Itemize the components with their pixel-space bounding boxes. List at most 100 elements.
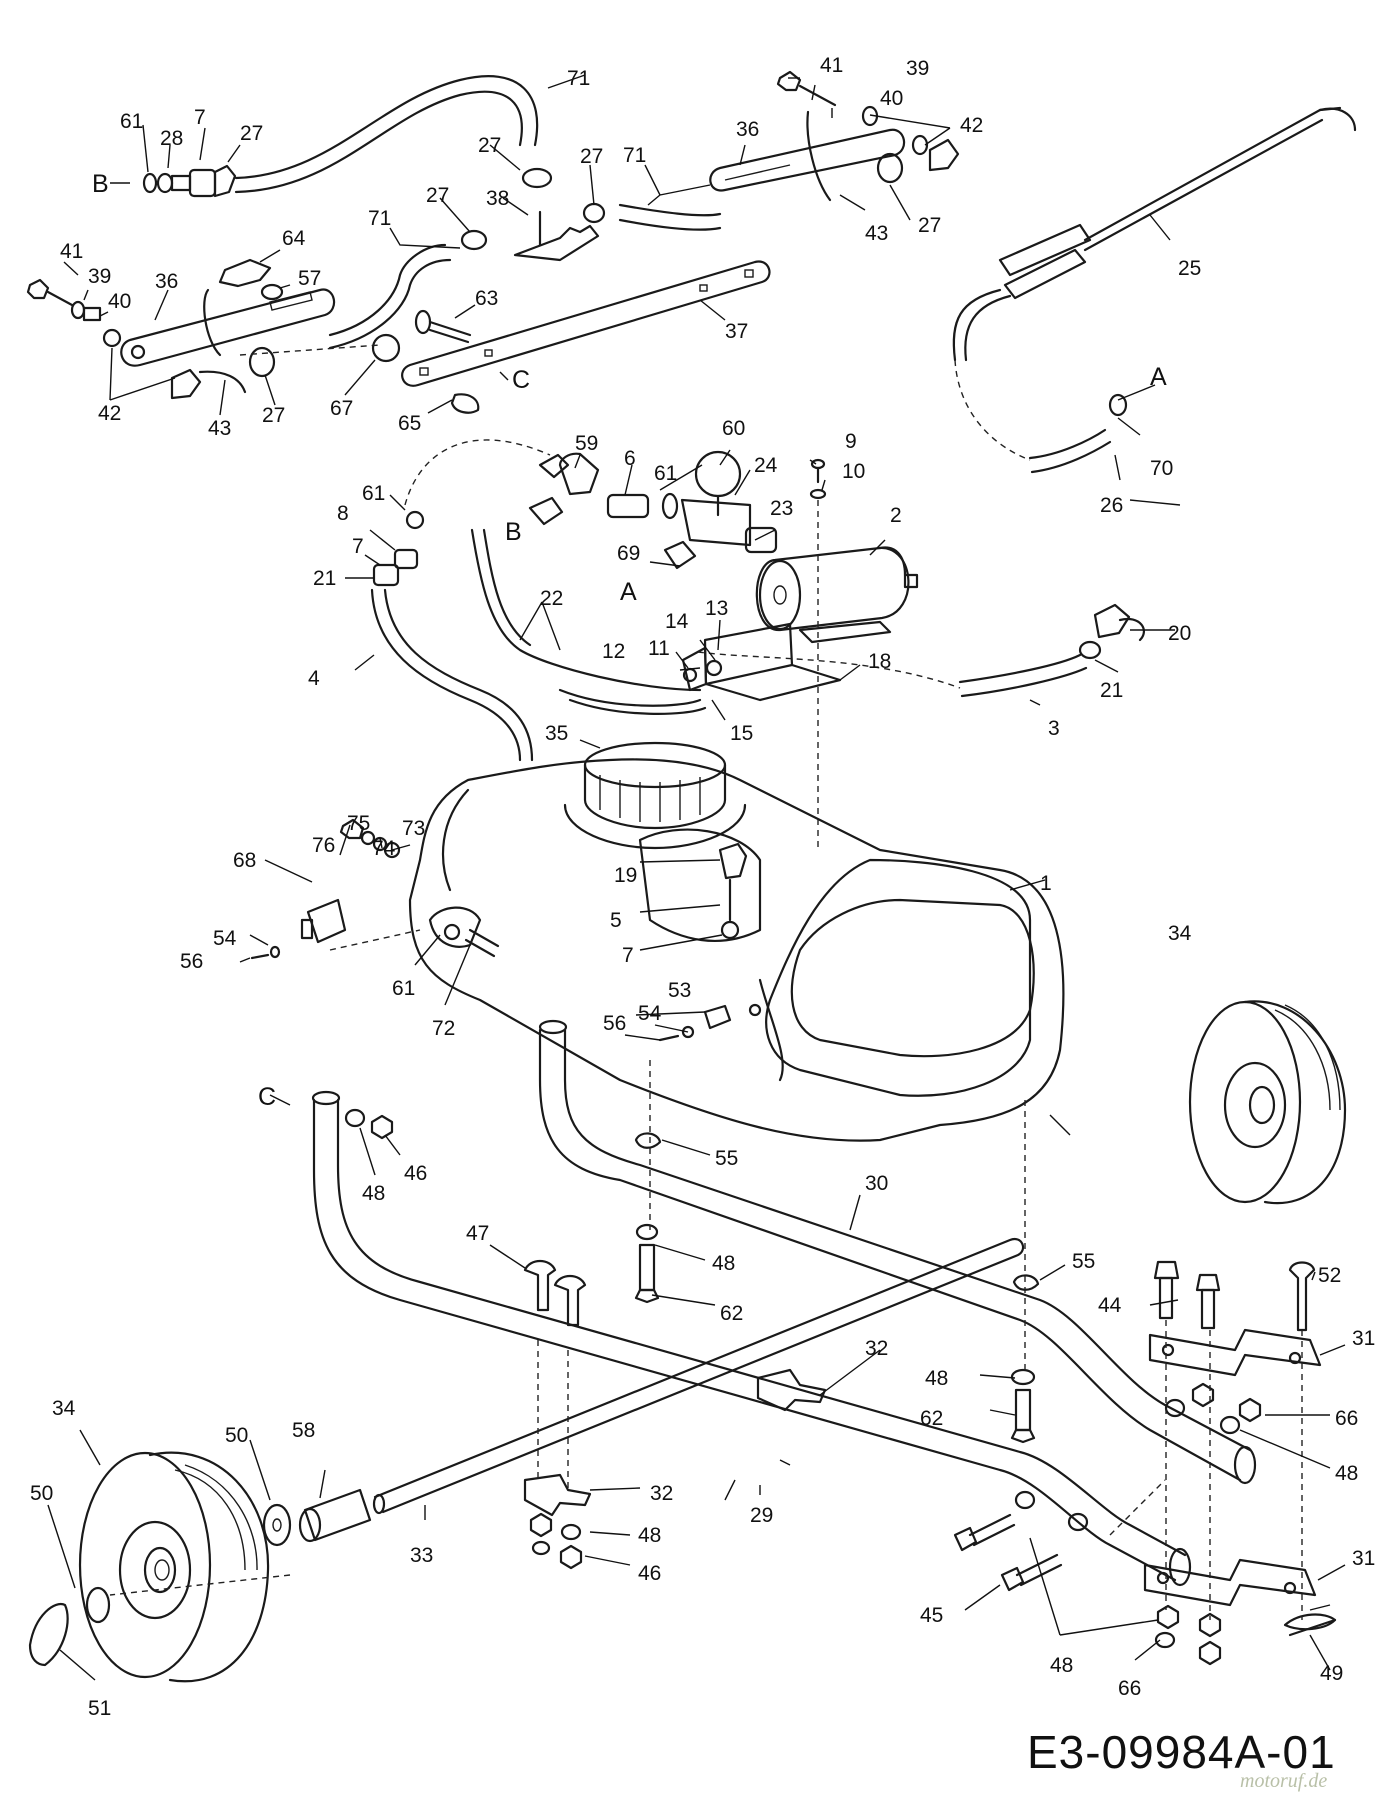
callout-31-upper: 31 <box>1352 1327 1375 1350</box>
callout-45: 45 <box>920 1604 943 1627</box>
callout-35: 35 <box>545 722 568 745</box>
callout-27-right: 27 <box>918 214 941 237</box>
callout-73: 73 <box>402 817 425 840</box>
bracket-31-upper <box>1148 1328 1322 1377</box>
wheel-34-left <box>78 1451 270 1683</box>
callout-58: 58 <box>292 1419 315 1442</box>
callout-27-mid-a: 27 <box>478 134 501 157</box>
callout-28: 28 <box>160 127 183 150</box>
callout-7-tank: 7 <box>622 944 634 967</box>
callout-63: 63 <box>475 287 498 310</box>
fittings-73-76 <box>250 818 401 960</box>
switch-box-13 <box>681 622 842 702</box>
callout-36-right: 36 <box>736 118 759 141</box>
callout-7-top: 7 <box>194 106 206 129</box>
callout-32-upper: 32 <box>865 1337 888 1360</box>
callout-19: 19 <box>614 864 637 887</box>
ref-A-top: A <box>1150 363 1167 391</box>
callout-27-left: 27 <box>262 404 285 427</box>
callout-59: 59 <box>575 432 598 455</box>
washers-50-cap-51 <box>28 1503 292 1667</box>
diagram-code: E3-09984A-01 <box>1027 1726 1336 1778</box>
watermark: motoruf.de <box>1240 1770 1328 1792</box>
spray-wand-25 <box>952 106 1357 362</box>
tee-38-and-clamps-27 <box>460 167 606 262</box>
callout-37: 37 <box>725 320 748 343</box>
fitting-53-54-56 <box>658 1003 762 1042</box>
callout-27-mid-b: 27 <box>426 184 449 207</box>
callout-labels: 71 61 28 7 27 B 41 39 40 36 64 57 42 43 … <box>30 54 1375 1720</box>
wire-harness-22 <box>470 528 707 715</box>
callout-57: 57 <box>298 267 321 290</box>
callout-55-right: 55 <box>1072 1250 1095 1273</box>
bolt-63-65-washer-67 <box>371 309 480 414</box>
bolt-39-40-41-left <box>26 278 122 348</box>
callout-40-right: 40 <box>880 87 903 110</box>
bolts-45 <box>953 1513 1063 1592</box>
bolt-62-washer-48-right <box>1010 1368 1036 1444</box>
axle-33 <box>372 1237 1025 1515</box>
callout-18: 18 <box>868 650 891 673</box>
callout-22: 22 <box>540 587 563 610</box>
callout-43-right: 43 <box>865 222 888 245</box>
callout-47: 47 <box>466 1222 489 1245</box>
bolt-62-washer-48-center <box>634 1223 660 1304</box>
callout-62-right: 62 <box>920 1407 943 1430</box>
callout-20: 20 <box>1168 622 1191 645</box>
ref-C-top: C <box>512 366 530 394</box>
callout-66-lower: 66 <box>1118 1677 1141 1700</box>
callout-76: 76 <box>312 834 335 857</box>
callout-61-left: 61 <box>362 482 385 505</box>
callout-71-right: 71 <box>623 144 646 167</box>
hose-3 <box>697 603 1145 698</box>
callout-53: 53 <box>668 979 691 1002</box>
fitting-19-5-7 <box>718 842 748 940</box>
pump-motor-2 <box>755 546 919 644</box>
callout-1: 1 <box>1040 872 1052 895</box>
callout-4: 4 <box>308 667 320 690</box>
fitting-group-B-top <box>142 164 237 198</box>
leader-lines <box>47 74 1346 1681</box>
callout-5: 5 <box>610 909 622 932</box>
callout-56-right: 56 <box>603 1012 626 1035</box>
ref-B-mid: B <box>505 518 522 546</box>
hose-71-upper <box>234 75 539 194</box>
callout-71-mid: 71 <box>368 207 391 230</box>
bolts-44-52 <box>1153 1260 1316 1332</box>
callout-66-upper: 66 <box>1335 1407 1358 1430</box>
callout-48-right-bolt: 48 <box>925 1367 948 1390</box>
bolts-47 <box>523 1259 587 1327</box>
callout-49: 49 <box>1320 1662 1343 1685</box>
callout-48-top-left: 48 <box>362 1182 385 1205</box>
callout-6: 6 <box>624 447 636 470</box>
callout-11: 11 <box>648 637 670 660</box>
callout-41-right: 41 <box>820 54 843 77</box>
callout-40-left: 40 <box>108 290 131 313</box>
frame-30 <box>538 1019 1257 1485</box>
tank-lid-35 <box>563 741 747 850</box>
callout-41-left: 41 <box>60 240 83 263</box>
callout-10: 10 <box>842 460 865 483</box>
callout-24: 24 <box>754 454 778 477</box>
bracket-36-left <box>120 258 336 400</box>
callout-3: 3 <box>1048 717 1060 740</box>
tank-1 <box>408 758 1065 1142</box>
callout-44: 44 <box>1098 1294 1122 1317</box>
callout-46-top-left: 46 <box>404 1162 427 1185</box>
callout-52: 52 <box>1318 1264 1341 1287</box>
callout-25: 25 <box>1178 257 1201 280</box>
callout-27-mid-c: 27 <box>580 145 603 168</box>
callout-48-bottom: 48 <box>1050 1654 1073 1677</box>
callout-48-center: 48 <box>712 1252 735 1275</box>
callout-68: 68 <box>233 849 256 872</box>
callout-50-upper: 50 <box>225 1424 248 1447</box>
bar-37 <box>401 260 771 387</box>
callout-33: 33 <box>410 1544 433 1567</box>
callout-30: 30 <box>865 1172 888 1195</box>
callout-67: 67 <box>330 397 353 420</box>
callout-42-right: 42 <box>960 114 983 137</box>
bracket-32-lower <box>523 1473 592 1517</box>
callout-26: 26 <box>1100 494 1123 517</box>
callout-34-right: 34 <box>1168 922 1192 945</box>
